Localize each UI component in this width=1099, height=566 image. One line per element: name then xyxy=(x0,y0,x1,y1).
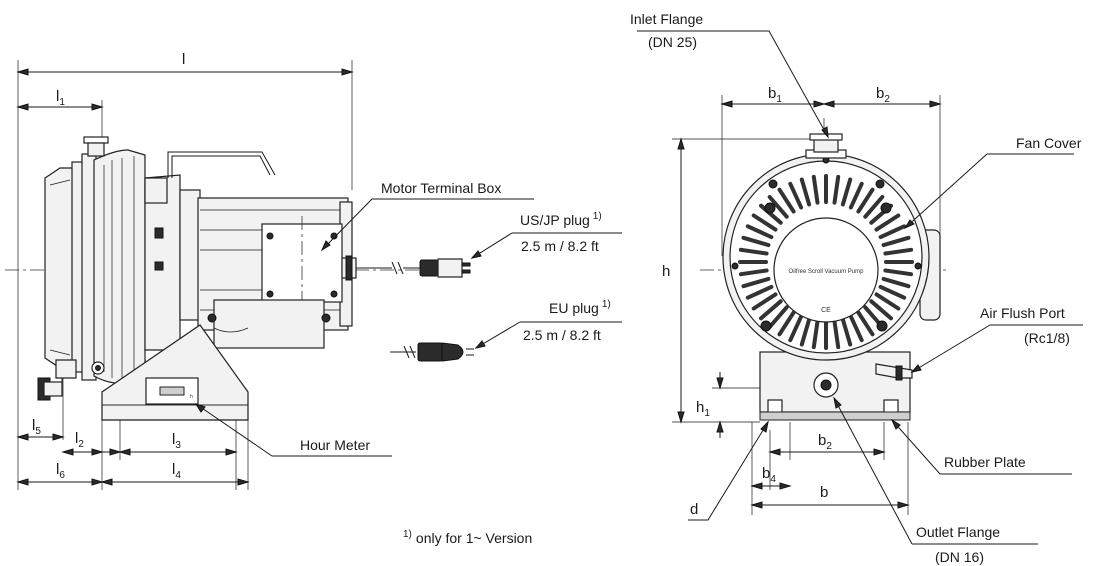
dim-l2: l2 xyxy=(75,430,84,450)
dim-h1: h1 xyxy=(696,399,710,419)
vent-slot xyxy=(759,299,783,321)
eu-plug-icon xyxy=(417,342,474,362)
dim-b1: b1 xyxy=(768,85,782,105)
vent-slot xyxy=(874,213,901,232)
vent-slot xyxy=(741,235,771,248)
vent-slot xyxy=(856,310,875,337)
air-flush-port-size: (Rc1/8) xyxy=(1024,330,1070,346)
vent-slot xyxy=(881,276,911,289)
dim-d: d xyxy=(690,501,698,518)
vent-slot xyxy=(767,195,789,219)
vent-slot xyxy=(848,181,864,210)
pump-front-view: Oilfree Scroll Vacuum Pump CE xyxy=(637,30,1083,545)
vent-slot xyxy=(777,310,796,337)
vent-slot xyxy=(848,314,864,343)
ce-mark: CE xyxy=(821,307,831,314)
inlet-flange-label: Inlet Flange xyxy=(630,11,703,27)
vent-slot xyxy=(863,195,885,219)
rubber-plate-label: Rubber Plate xyxy=(944,454,1026,470)
vent-slot xyxy=(788,181,804,210)
us-jp-cable-length: 2.5 m / 8.2 ft xyxy=(521,238,599,254)
outlet-flange-size: (DN 16) xyxy=(935,549,984,565)
fan-cover-vents xyxy=(738,174,914,350)
vent-slot xyxy=(745,284,774,300)
dim-l3: l3 xyxy=(172,431,181,451)
dim-h: h xyxy=(662,263,670,280)
vent-slot xyxy=(738,247,769,256)
vent-slot xyxy=(869,299,893,321)
vent-slot xyxy=(856,187,875,214)
dim-l6: l6 xyxy=(56,461,65,481)
motor-terminal-box-label: Motor Terminal Box xyxy=(381,180,501,196)
pump-side-view: h xyxy=(5,51,622,490)
dim-l5: l5 xyxy=(32,417,41,437)
dim-b4: b4 xyxy=(762,465,776,485)
vent-slot xyxy=(788,314,804,343)
dim-b: b xyxy=(820,484,828,501)
footnote: 1)only for 1~ Version xyxy=(403,529,532,546)
svg-text:h: h xyxy=(190,394,193,400)
inlet-flange-size: (DN 25) xyxy=(648,34,697,50)
dim-b2-top: b2 xyxy=(876,85,890,105)
vent-slot xyxy=(811,319,820,350)
outlet-flange-label: Outlet Flange xyxy=(916,524,1000,540)
hour-meter-label: Hour Meter xyxy=(300,437,370,453)
dim-l1: l1 xyxy=(56,88,65,108)
vent-slot xyxy=(832,174,841,205)
vent-slot xyxy=(738,268,769,277)
vent-slot xyxy=(883,268,914,277)
vent-slot xyxy=(751,213,778,232)
dim-l4: l4 xyxy=(172,461,181,481)
pump-badge: Oilfree Scroll Vacuum Pump xyxy=(789,269,865,275)
us-plug-icon xyxy=(419,258,471,278)
vent-slot xyxy=(840,317,853,347)
vent-slot xyxy=(874,292,901,311)
vent-slot xyxy=(840,177,853,207)
vent-slot xyxy=(811,174,820,205)
vent-slot xyxy=(799,317,812,347)
vent-slot xyxy=(878,224,907,240)
air-flush-port-label: Air Flush Port xyxy=(980,305,1065,321)
vent-slot xyxy=(832,319,841,350)
vent-slot xyxy=(878,284,907,300)
vent-slot xyxy=(767,305,789,329)
vent-slot xyxy=(881,235,911,248)
fan-cover-label: Fan Cover xyxy=(1016,135,1082,151)
dim-l: l xyxy=(182,51,185,68)
vent-slot xyxy=(759,203,783,225)
vent-slot xyxy=(777,187,796,214)
dim-b2-bottom: b2 xyxy=(818,432,832,452)
vent-slot xyxy=(799,177,812,207)
vent-slot xyxy=(741,276,771,289)
vent-slot xyxy=(883,247,914,256)
eu-cable-length: 2.5 m / 8.2 ft xyxy=(523,327,601,343)
vent-slot xyxy=(751,292,778,311)
vent-slot xyxy=(745,224,774,240)
